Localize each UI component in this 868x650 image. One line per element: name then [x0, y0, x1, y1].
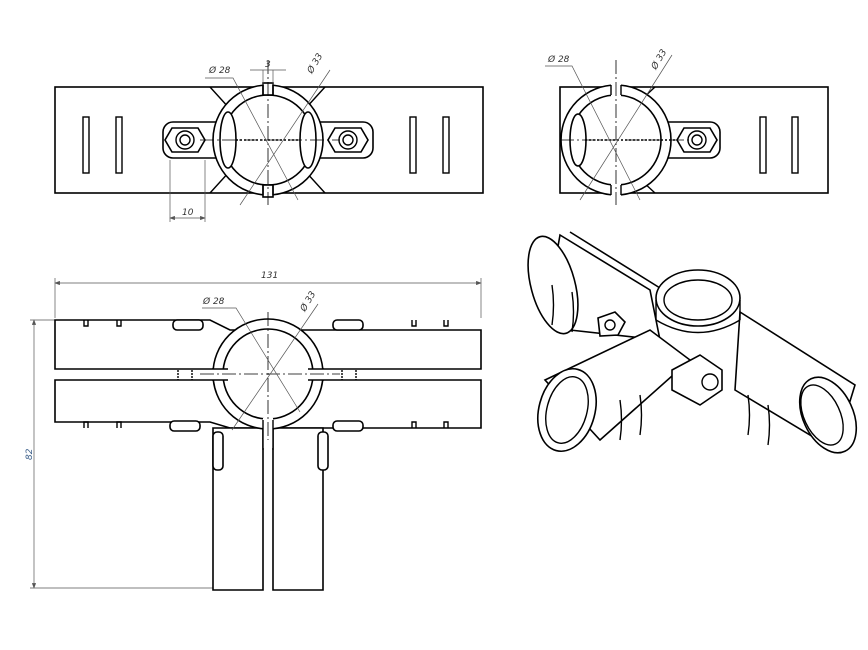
nut-right: [327, 127, 369, 153]
notches: [83, 320, 449, 557]
dim-diameter-28: Ø 28: [208, 65, 231, 76]
dim-nut-offset-10: 10: [182, 208, 194, 218]
top-right-view: Ø 28 Ø 33: [545, 47, 829, 205]
dim-gap-3: 3: [265, 60, 271, 70]
top-left-view: Ø 28 3 Ø 33 10: [54, 51, 484, 222]
dim-height-82: 82: [25, 448, 35, 460]
dim-diameter-33-front: Ø 33: [298, 289, 319, 314]
front-view: 131 82 Ø 28 Ø 33: [25, 271, 482, 591]
dim-diameter-33: Ø 33: [305, 51, 326, 76]
dim-diameter-33-right: Ø 33: [649, 47, 670, 72]
dim-diameter-28-right: Ø 28: [547, 54, 570, 65]
dim-width-131: 131: [261, 271, 278, 281]
isometric-view: [527, 231, 858, 454]
slots: [82, 116, 450, 174]
dim-diameter-28-front: Ø 28: [202, 296, 225, 307]
nut-left: [164, 127, 206, 153]
